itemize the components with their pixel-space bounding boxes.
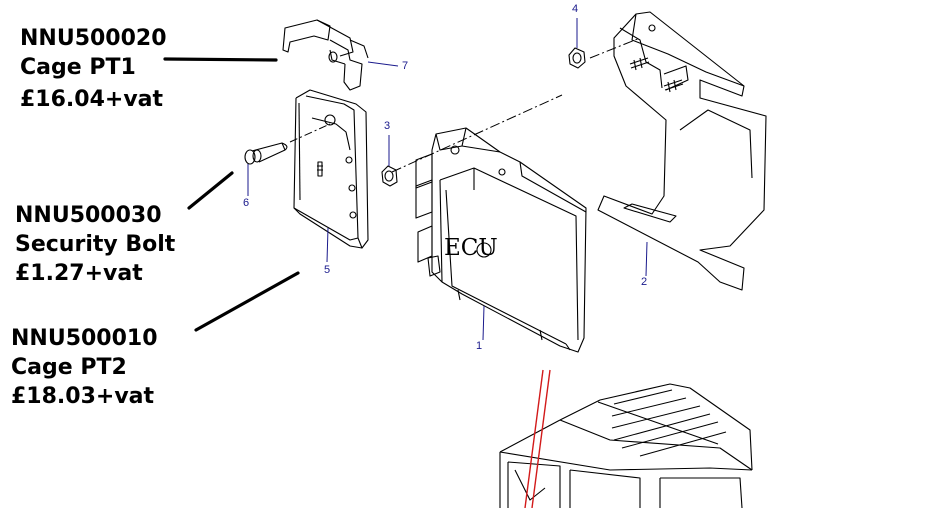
pointer-line-cage-pt1 — [163, 57, 278, 62]
nut-part-3 — [381, 165, 398, 187]
part-name: Security Bolt — [15, 232, 176, 257]
leader-1 — [482, 305, 485, 341]
vehicle-sketch — [499, 383, 753, 508]
part-name: Cage PT2 — [11, 355, 127, 380]
callout-7: 7 — [402, 60, 409, 72]
cage-pt1-part — [282, 19, 369, 91]
stud-upper — [629, 57, 650, 71]
assembly-axis-line — [391, 37, 641, 173]
callout-2: 2 — [641, 276, 648, 288]
part-price: £16.04+vat — [20, 87, 164, 112]
part-price: £1.27+vat — [15, 261, 143, 286]
cage-pt2-part — [293, 89, 369, 249]
nut-part-4 — [568, 47, 586, 69]
pointer-line-security-bolt — [187, 171, 234, 210]
red-guide-lines — [524, 369, 551, 508]
part-number: NNU500030 — [15, 203, 162, 228]
part-number: NNU500020 — [20, 26, 167, 51]
stud-lower — [663, 79, 684, 93]
callout-5: 5 — [324, 264, 331, 276]
leader-5 — [326, 227, 329, 263]
part-number: NNU500010 — [11, 326, 158, 351]
mounting-bracket-part — [597, 11, 767, 291]
callout-6: 6 — [243, 197, 250, 209]
part-label-security-bolt: NNU500030 Security Bolt £1.27+vat — [15, 201, 175, 288]
part-price: £18.03+vat — [11, 384, 155, 409]
ecu-label: ECU — [444, 235, 498, 261]
part-label-cage-pt1: NNU500020 Cage PT1 £16.04+vat — [20, 24, 167, 114]
leader-7 — [367, 61, 399, 67]
leader-2 — [645, 241, 648, 277]
part-name: Cage PT1 — [20, 55, 136, 80]
security-bolt-part — [244, 142, 288, 165]
ecu-part — [415, 127, 587, 353]
vehicle-roof-vents — [611, 389, 727, 457]
pointer-line-cage-pt2 — [194, 271, 300, 332]
part-label-cage-pt2: NNU500010 Cage PT2 £18.03+vat — [11, 324, 158, 411]
callout-1: 1 — [476, 340, 483, 352]
callout-3: 3 — [384, 120, 391, 132]
callout-4: 4 — [572, 3, 579, 15]
bolt-axis-line — [289, 123, 331, 143]
